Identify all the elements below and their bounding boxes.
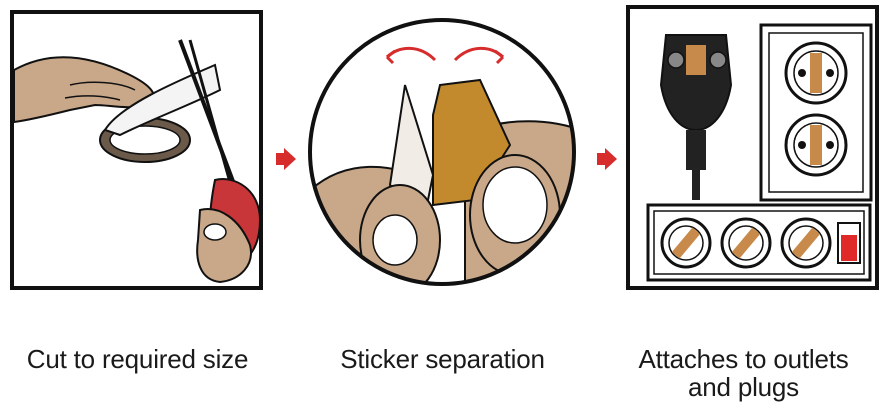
caption-outlets-line1: Attaches to outlets	[638, 344, 849, 374]
cut-illustration	[10, 10, 263, 290]
step-arrow-icon	[276, 148, 296, 170]
step-arrow-icon	[597, 148, 617, 170]
outlets-illustration	[626, 5, 879, 290]
panel-cut	[10, 10, 263, 290]
sticker-illustration	[308, 18, 576, 286]
caption-cut: Cut to required size	[26, 344, 249, 374]
panel-sticker	[305, 15, 580, 290]
caption-outlets-line2: and plugs	[688, 372, 799, 402]
caption-sticker: Sticker separation	[340, 344, 545, 374]
panel-outlets	[626, 5, 879, 290]
caption-outlets: Attaches to outlets and plugs	[606, 345, 881, 401]
